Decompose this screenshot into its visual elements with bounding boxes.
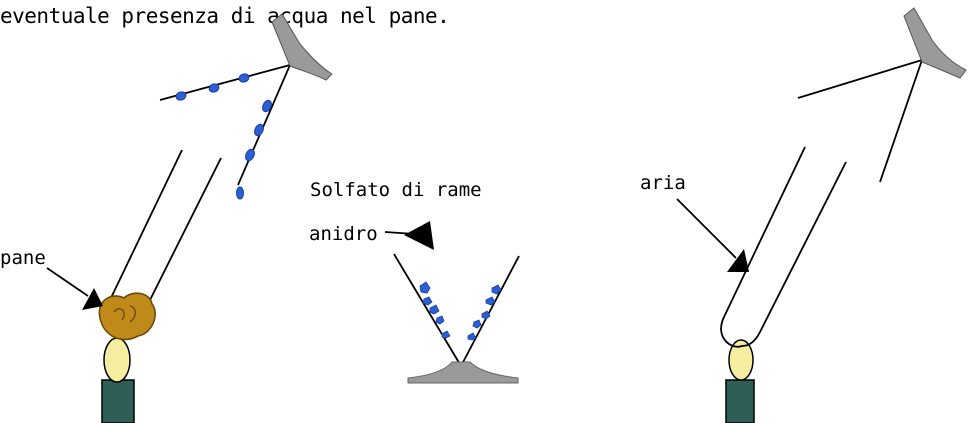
left-funnel-foot — [271, 13, 333, 81]
water-drop — [254, 123, 264, 137]
arrow-pane-head — [82, 288, 103, 310]
middle-funnel-right — [460, 255, 520, 367]
caption-text: eventuale presenza di acqua nel pane. — [0, 4, 450, 28]
label-solfato-line2: anidro — [309, 223, 378, 245]
label-pane: pane — [0, 247, 46, 269]
label-aria: aria — [640, 172, 686, 194]
left-apparatus: pane — [0, 13, 333, 423]
bread-lump — [98, 292, 156, 341]
left-flame — [103, 337, 131, 383]
water-drop — [236, 186, 244, 200]
right-burner — [725, 379, 755, 423]
arrow-aria-shaft — [676, 198, 737, 259]
middle-funnel-base — [407, 361, 519, 384]
right-tube — [720, 146, 847, 348]
water-drop — [238, 73, 250, 83]
left-tube-wall-b — [139, 157, 222, 321]
copper-sulfate-crystals — [419, 281, 502, 341]
label-solfato-line1: Solfato di rame — [310, 179, 482, 201]
right-apparatus: aria — [640, 7, 967, 423]
left-funnel-stem — [237, 64, 291, 186]
bread-texture — [113, 305, 136, 323]
arrow-solfato-head — [404, 221, 434, 250]
crystal-cluster — [419, 281, 451, 339]
left-water-drops — [175, 73, 272, 200]
middle-funnel-left — [393, 253, 462, 367]
right-funnel-foot — [903, 7, 967, 79]
arrow-pane-shaft — [46, 267, 89, 297]
crystal-cluster — [467, 284, 502, 341]
left-burner — [101, 379, 135, 423]
left-tube-wall-a — [109, 149, 183, 301]
right-funnel-rim — [797, 59, 923, 99]
water-drop — [262, 99, 272, 113]
water-drop — [208, 83, 220, 93]
right-funnel-stem — [879, 59, 923, 183]
water-drop — [175, 91, 187, 101]
arrow-aria-head — [727, 249, 749, 272]
middle-apparatus: Solfato di rame anidro — [309, 179, 520, 384]
water-drop — [245, 148, 255, 162]
right-flame — [728, 339, 754, 381]
